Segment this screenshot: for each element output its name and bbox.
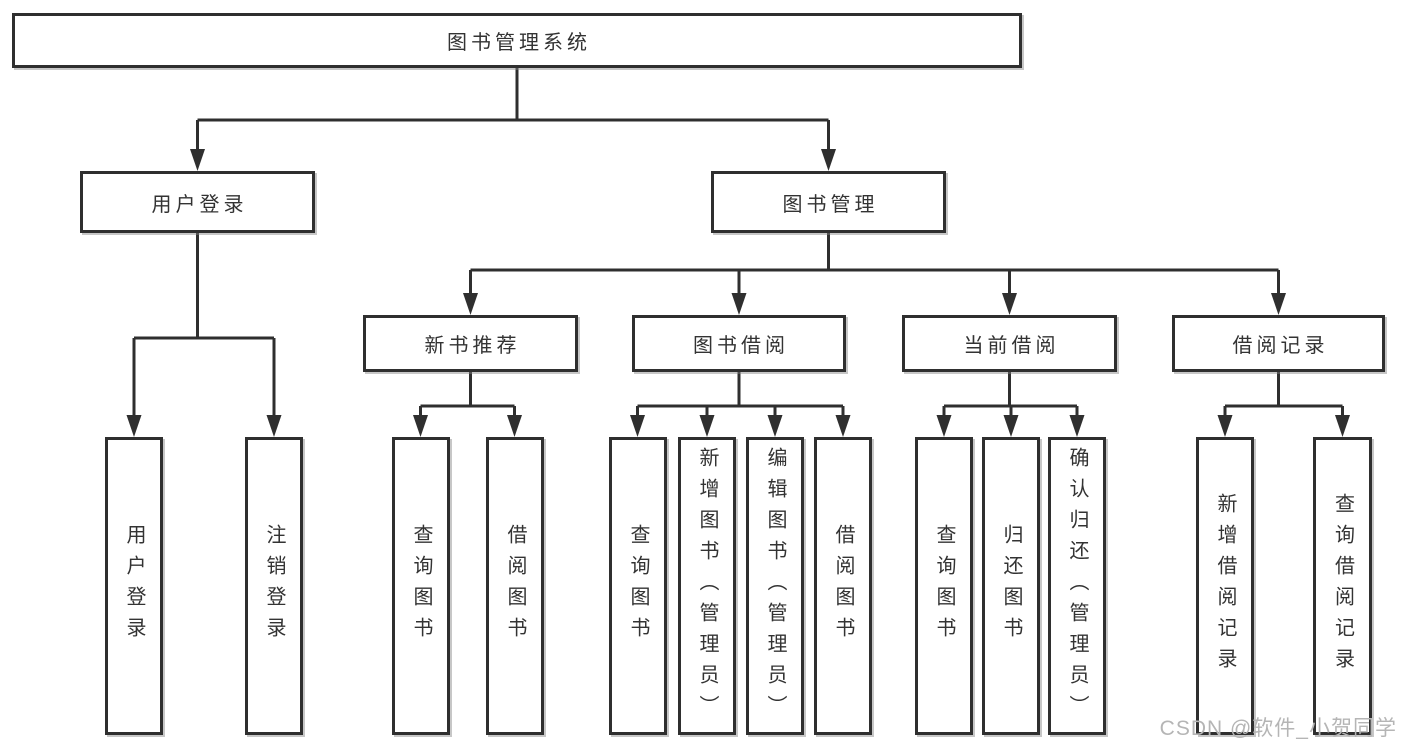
- leaf-current-return-books-label: 归还图书: [1000, 524, 1022, 648]
- leaf-logout: 注销登录: [245, 437, 303, 735]
- node-book-management-label: 图书管理: [782, 193, 879, 216]
- leaf-current-confirm-return-admin-label: 确认归还（管理员）: [1066, 446, 1088, 726]
- leaf-user-login: 用户登录: [105, 437, 163, 735]
- leaf-borrowing-borrow-books-label: 借阅图书: [832, 524, 854, 648]
- leaf-newbook-query-books: 查询图书: [392, 437, 450, 735]
- leaf-current-query-books-label: 查询图书: [933, 524, 955, 648]
- leaf-borrowing-add-books-admin: 新增图书（管理员）: [678, 437, 736, 735]
- leaf-current-confirm-return-admin: 确认归还（管理员）: [1048, 437, 1106, 735]
- leaf-newbook-query-books-label: 查询图书: [410, 524, 432, 648]
- leaf-records-query-borrow-record-label: 查询借阅记录: [1331, 493, 1354, 679]
- node-user-login: 用户登录: [80, 171, 315, 233]
- node-library-management-system: 图书管理系统: [12, 13, 1022, 68]
- node-book-management: 图书管理: [711, 171, 946, 233]
- watermark: CSDN @软件_小贺同学: [1159, 717, 1397, 740]
- leaf-logout-label: 注销登录: [263, 524, 285, 648]
- leaf-records-add-borrow-record: 新增借阅记录: [1196, 437, 1254, 735]
- node-current-borrowing-label: 当前借阅: [963, 335, 1060, 357]
- leaf-user-login-label: 用户登录: [123, 524, 145, 648]
- node-user-login-label: 用户登录: [151, 193, 248, 216]
- leaf-newbook-borrow-books-label: 借阅图书: [504, 524, 526, 648]
- node-new-book-recommend-label: 新书推荐: [424, 335, 521, 357]
- leaf-records-add-borrow-record-label: 新增借阅记录: [1214, 493, 1236, 679]
- leaf-newbook-borrow-books: 借阅图书: [486, 437, 544, 735]
- leaf-borrowing-query-books-label: 查询图书: [627, 524, 649, 648]
- node-book-borrowing: 图书借阅: [632, 315, 846, 372]
- leaf-current-query-books: 查询图书: [915, 437, 973, 735]
- leaf-borrowing-edit-books-admin-label: 编辑图书（管理员）: [764, 446, 786, 726]
- leaf-borrowing-borrow-books: 借阅图书: [814, 437, 872, 735]
- leaf-borrowing-add-books-admin-label: 新增图书（管理员）: [696, 446, 718, 726]
- node-new-book-recommend: 新书推荐: [363, 315, 578, 372]
- leaf-current-return-books: 归还图书: [982, 437, 1040, 735]
- leaf-records-query-borrow-record: 查询借阅记录: [1313, 437, 1372, 735]
- node-current-borrowing: 当前借阅: [902, 315, 1117, 372]
- node-library-management-system-label: 图书管理系统: [447, 32, 591, 54]
- node-borrow-records-label: 借阅记录: [1232, 335, 1329, 357]
- node-book-borrowing-label: 图书借阅: [693, 335, 789, 357]
- node-borrow-records: 借阅记录: [1172, 315, 1385, 372]
- leaf-borrowing-query-books: 查询图书: [609, 437, 667, 735]
- leaf-borrowing-edit-books-admin: 编辑图书（管理员）: [746, 437, 804, 735]
